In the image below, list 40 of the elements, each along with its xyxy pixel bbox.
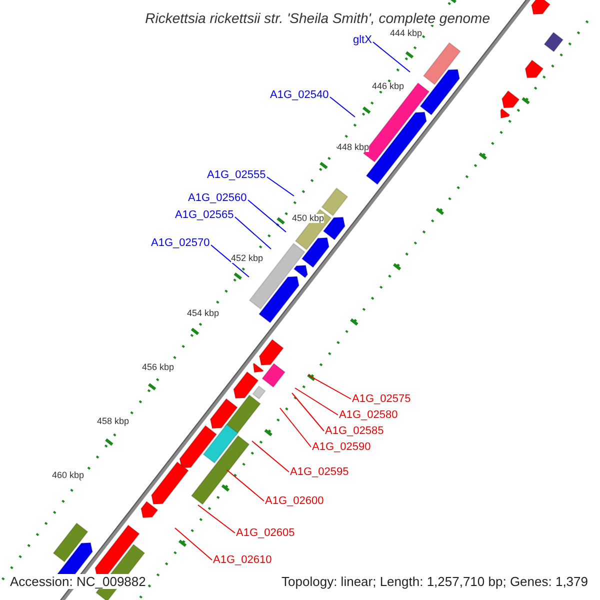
gene-label: A1G_02585 — [325, 426, 384, 436]
leader-line — [234, 216, 272, 250]
scale-label: 448 kbp — [337, 142, 370, 152]
gene-label: A1G_02560 — [188, 192, 247, 204]
leader-line — [330, 96, 356, 118]
gene-label: gltX — [353, 34, 372, 46]
gene-label: A1G_02580 — [339, 410, 398, 420]
gene-label: A1G_02555 — [207, 170, 266, 180]
scale-label: 460 kbp — [52, 470, 84, 480]
leader-line — [294, 388, 338, 416]
scale-label: 446 kbp — [372, 82, 404, 90]
leader-line — [308, 374, 352, 400]
gene-label: A1G_02605 — [236, 528, 295, 538]
gene-label: A1G_02590 — [312, 442, 371, 452]
leader-line — [226, 470, 264, 502]
genome-summary-note: Topology: linear; Length: 1,257,710 bp; Genes: 1,379 — [280, 574, 590, 589]
gene-label: A1G_02595 — [290, 466, 349, 478]
leader-line — [248, 200, 286, 232]
accession-note: Accession: NC_009882 — [8, 574, 148, 589]
leader-line — [252, 440, 290, 472]
gene-label: A1G_02565 — [175, 210, 234, 220]
leader-line — [210, 244, 250, 278]
gene-label: A1G_02540 — [270, 90, 329, 100]
gene-label: A1G_02600 — [265, 496, 324, 506]
gene-label: A1G_02570 — [151, 238, 210, 248]
leader-line — [280, 408, 312, 448]
scale-label: 458 kbp — [97, 416, 130, 426]
gene-label: A1G_02610 — [213, 554, 272, 566]
gene-label: A1G_02575 — [352, 394, 411, 404]
scale-label: 450 kbp — [292, 214, 324, 222]
leader-line — [266, 176, 294, 196]
scale-label: 452 kbp — [231, 254, 264, 262]
map-title: Rickettsia rickettsii str. 'Sheila Smith', complete genome — [145, 11, 490, 25]
leader-line — [372, 42, 410, 72]
scale-label: 456 kbp — [142, 362, 174, 372]
leader-line — [198, 504, 236, 534]
leader-line — [174, 528, 212, 560]
scale-label: 444 kbp — [390, 28, 422, 38]
scale-label: 454 kbp — [187, 308, 220, 318]
leader-line — [292, 392, 324, 432]
